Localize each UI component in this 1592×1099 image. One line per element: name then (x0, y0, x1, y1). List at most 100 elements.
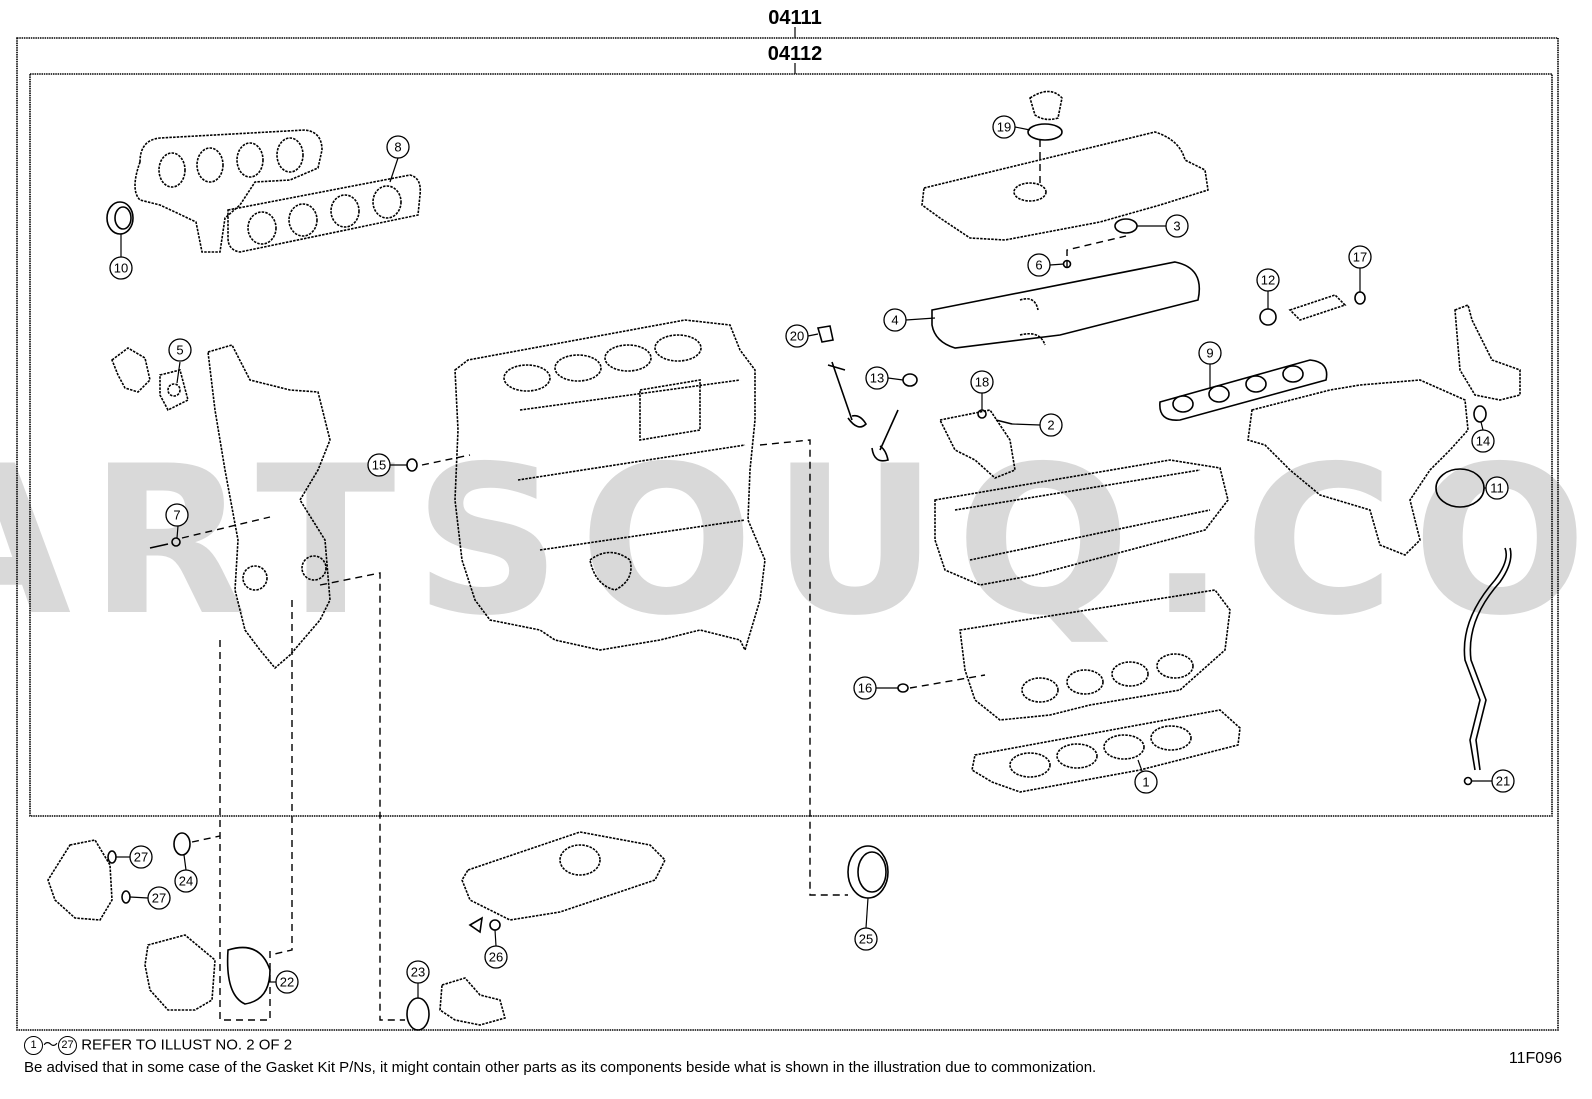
gasket-drawing-14 (1473, 405, 1487, 423)
callout-circle (1256, 268, 1280, 292)
timing-cover-drawing (207, 344, 331, 670)
oil-pan-drawing (461, 831, 666, 934)
callout-circle (1198, 341, 1222, 365)
cylinder-head-drawing (959, 589, 1231, 721)
callout-number: 24 (179, 874, 193, 889)
callout-circle (865, 366, 889, 390)
head-cover-gasket-drawing (931, 261, 1200, 349)
callout-circle (853, 676, 877, 700)
callout-number: 25 (859, 932, 873, 947)
callout-circle (129, 845, 153, 869)
callout-14[interactable]: 14 (1471, 429, 1495, 453)
callout-26[interactable]: 26 (484, 945, 508, 969)
callout-circle (1348, 245, 1372, 269)
callout-22[interactable]: 22 (275, 970, 299, 994)
callout-13[interactable]: 13 (865, 366, 889, 390)
callout-circle (883, 308, 907, 332)
callout-16[interactable]: 16 (853, 676, 877, 700)
rear-oil-seal-drawing (847, 845, 889, 899)
kit-code-inner[interactable]: 04112 (768, 43, 823, 65)
intake-gasket-drawing (1159, 359, 1328, 421)
watermark: PARTSOUQ.COM (0, 423, 1592, 661)
callout-10[interactable]: 10 (109, 256, 133, 280)
callout-circle (406, 960, 430, 984)
gasket-drawing-13 (902, 373, 918, 387)
gasket-drawing-3 (1114, 218, 1138, 234)
callout-circle (1134, 770, 1158, 794)
intake-valves-drawing (827, 361, 899, 462)
callout-8[interactable]: 8 (386, 135, 410, 159)
illustration-code: 11F096 (1508, 1050, 1562, 1067)
callout-number: 14 (1476, 434, 1490, 449)
seal-drawing-20 (816, 325, 834, 343)
callout-number: 6 (1035, 258, 1042, 273)
kit-code-outer[interactable]: 04111 (768, 7, 821, 29)
intake-manifold-drawing (1247, 303, 1521, 556)
cylinder-head-cover-drawing (921, 131, 1209, 241)
callout-circle (165, 503, 189, 527)
callout-number: 12 (1261, 273, 1275, 288)
callout-circle (168, 338, 192, 362)
callout-17[interactable]: 17 (1348, 245, 1372, 269)
callout-circle (970, 370, 994, 394)
callout-18[interactable]: 18 (970, 370, 994, 394)
outer-kit-frame (16, 37, 1559, 1031)
callout-number: 27 (152, 891, 166, 906)
callout-circle (785, 324, 809, 348)
callout-27[interactable]: 27 (129, 845, 153, 869)
callout-number: 4 (891, 313, 898, 328)
callouts: 1234567891011121314151617181920212223242… (109, 115, 1515, 994)
callout-number: 10 (114, 261, 128, 276)
relation-lines (181, 140, 1127, 1021)
callout-21[interactable]: 21 (1491, 769, 1515, 793)
callout-number: 1 (1142, 775, 1149, 790)
callout-6[interactable]: 6 (1027, 253, 1051, 277)
callout-24[interactable]: 24 (174, 869, 198, 893)
callout-27[interactable]: 27 (147, 886, 171, 910)
callout-number: 11 (1490, 481, 1504, 496)
callout-20[interactable]: 20 (785, 324, 809, 348)
range-end-marker: 27 (58, 1036, 78, 1055)
range-start-marker: 1 (24, 1036, 43, 1055)
callout-11[interactable]: 11 (1485, 476, 1509, 500)
callout-number: 27 (134, 850, 148, 865)
callout-7[interactable]: 7 (165, 503, 189, 527)
callout-23[interactable]: 23 (406, 960, 430, 984)
seal-ring-drawing-10 (106, 201, 134, 235)
callout-number: 21 (1496, 774, 1510, 789)
callout-1[interactable]: 1 (1134, 770, 1158, 794)
callout-number: 18 (975, 375, 989, 390)
callout-circle (174, 869, 198, 893)
callout-circle (1485, 476, 1509, 500)
o-ring-drawing-16 (897, 683, 909, 693)
range-tilde: ～ (43, 1036, 59, 1054)
footer-disclaimer: Be advised that in some case of the Gask… (24, 1059, 1097, 1076)
callout-number: 7 (173, 508, 180, 523)
callout-number: 13 (870, 371, 884, 386)
callout-25[interactable]: 25 (854, 927, 878, 951)
callout-circle (386, 135, 410, 159)
callout-5[interactable]: 5 (168, 338, 192, 362)
callout-circle (992, 115, 1016, 139)
callout-circle (1165, 214, 1189, 238)
callout-number: 22 (280, 975, 294, 990)
callout-3[interactable]: 3 (1165, 214, 1189, 238)
callout-2[interactable]: 2 (1039, 413, 1063, 437)
exhaust-manifold-drawing (134, 129, 323, 253)
callout-circle (1027, 253, 1051, 277)
callout-19[interactable]: 19 (992, 115, 1016, 139)
callout-number: 9 (1206, 346, 1213, 361)
callout-4[interactable]: 4 (883, 308, 907, 332)
callout-circle (484, 945, 508, 969)
callout-12[interactable]: 12 (1256, 268, 1280, 292)
callout-number: 15 (372, 458, 386, 473)
callout-circle (1491, 769, 1515, 793)
callout-number: 16 (858, 681, 872, 696)
callout-9[interactable]: 9 (1198, 341, 1222, 365)
callout-number: 23 (411, 965, 425, 980)
callout-circle (275, 970, 299, 994)
footer-note: 1～27 REFER TO ILLUST NO. 2 OF 2 (24, 1036, 292, 1055)
dipstick-guide-drawing (1463, 547, 1512, 786)
callout-15[interactable]: 15 (367, 453, 391, 477)
oil-filler-cap-drawing (1027, 90, 1063, 141)
